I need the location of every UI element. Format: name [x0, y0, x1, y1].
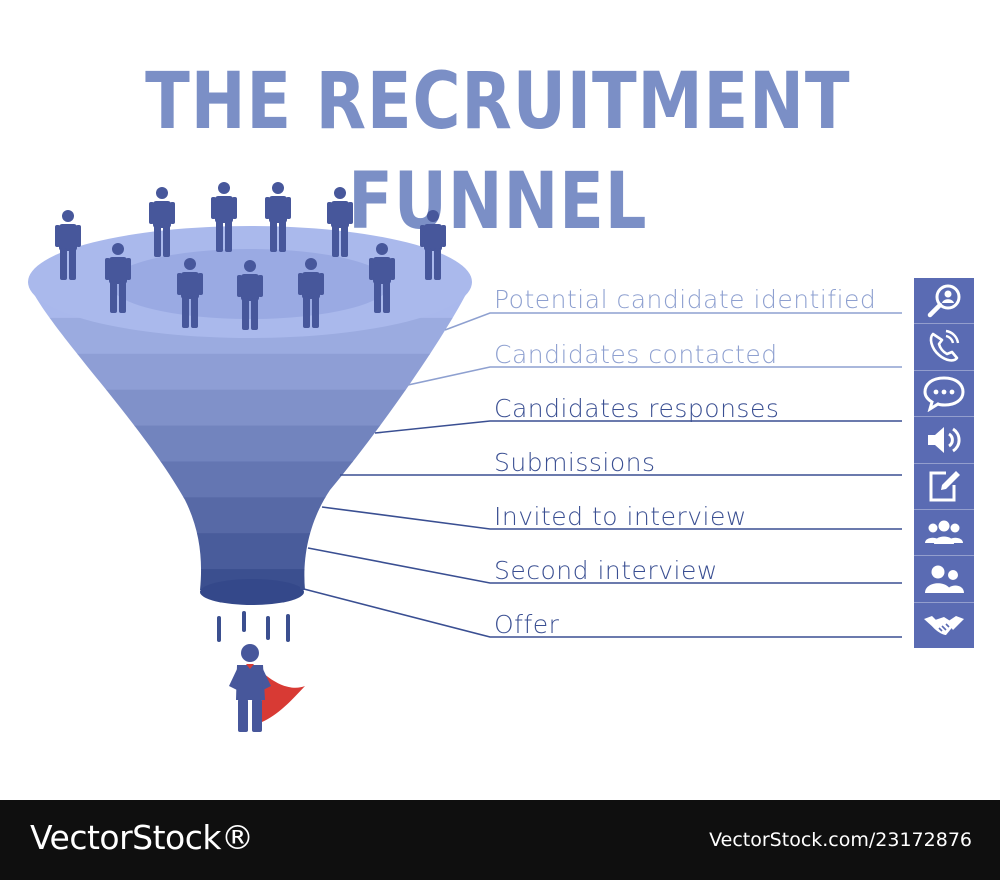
stage-label: Offer: [494, 610, 560, 639]
funnel-band: [28, 425, 472, 463]
hero-figure: [229, 644, 305, 732]
person-icon: [211, 182, 237, 252]
chat-bubble-icon: [914, 371, 974, 418]
page-title: THE RECRUITMENT FUNNEL: [145, 57, 851, 247]
leader-line: [407, 366, 902, 386]
stage-icon-column: [914, 278, 974, 648]
funnel-graphic: [28, 182, 902, 732]
phone-icon: [914, 324, 974, 371]
funnel-diagram: Potential candidate identified Candidate…: [28, 182, 974, 732]
funnel-band: [28, 533, 472, 571]
falling-drops: [217, 611, 290, 642]
person-icon: [177, 258, 203, 328]
person-icon: [265, 182, 291, 252]
stage-label: Potential candidate identified: [494, 285, 877, 314]
person-icon: [420, 210, 446, 280]
hero-cape: [262, 672, 305, 722]
watermark-bar: VectorStock® VectorStock.com/23172876: [0, 800, 1000, 880]
stage-label: Candidates responses: [494, 394, 780, 423]
handshake-icon: [914, 603, 974, 648]
stage-label: Invited to interview: [494, 502, 747, 531]
watermark-brand: VectorStock®: [30, 818, 254, 857]
leader-line: [444, 312, 902, 331]
leader-line: [374, 420, 902, 434]
person-icon: [369, 243, 395, 313]
stage-leader-lines: [299, 312, 902, 638]
leader-line: [321, 506, 902, 530]
edit-note-icon: [914, 464, 974, 510]
funnel-band: [28, 461, 472, 499]
users-icon: [914, 556, 974, 603]
group-icon: [914, 510, 974, 557]
funnel-band: [28, 353, 472, 391]
leader-line: [299, 587, 902, 638]
person-icon: [298, 258, 324, 328]
funnel-band: [28, 389, 472, 427]
leader-line: [307, 547, 902, 584]
person-icon: [149, 187, 175, 257]
magnifier-person-icon: [914, 278, 974, 325]
watermark-id: VectorStock.com/23172876: [709, 829, 972, 851]
person-icon: [237, 260, 263, 330]
person-icon: [55, 210, 81, 280]
person-icon: [327, 187, 353, 257]
funnel-band: [28, 497, 472, 535]
person-icon: [105, 243, 131, 313]
stage-label: Submissions: [494, 448, 656, 477]
candidate-people: [55, 182, 446, 330]
stage-label: Candidates contacted: [494, 340, 778, 369]
funnel-bottom-rim: [200, 579, 304, 605]
speaker-icon: [914, 417, 974, 464]
stage-label: Second interview: [494, 556, 718, 585]
